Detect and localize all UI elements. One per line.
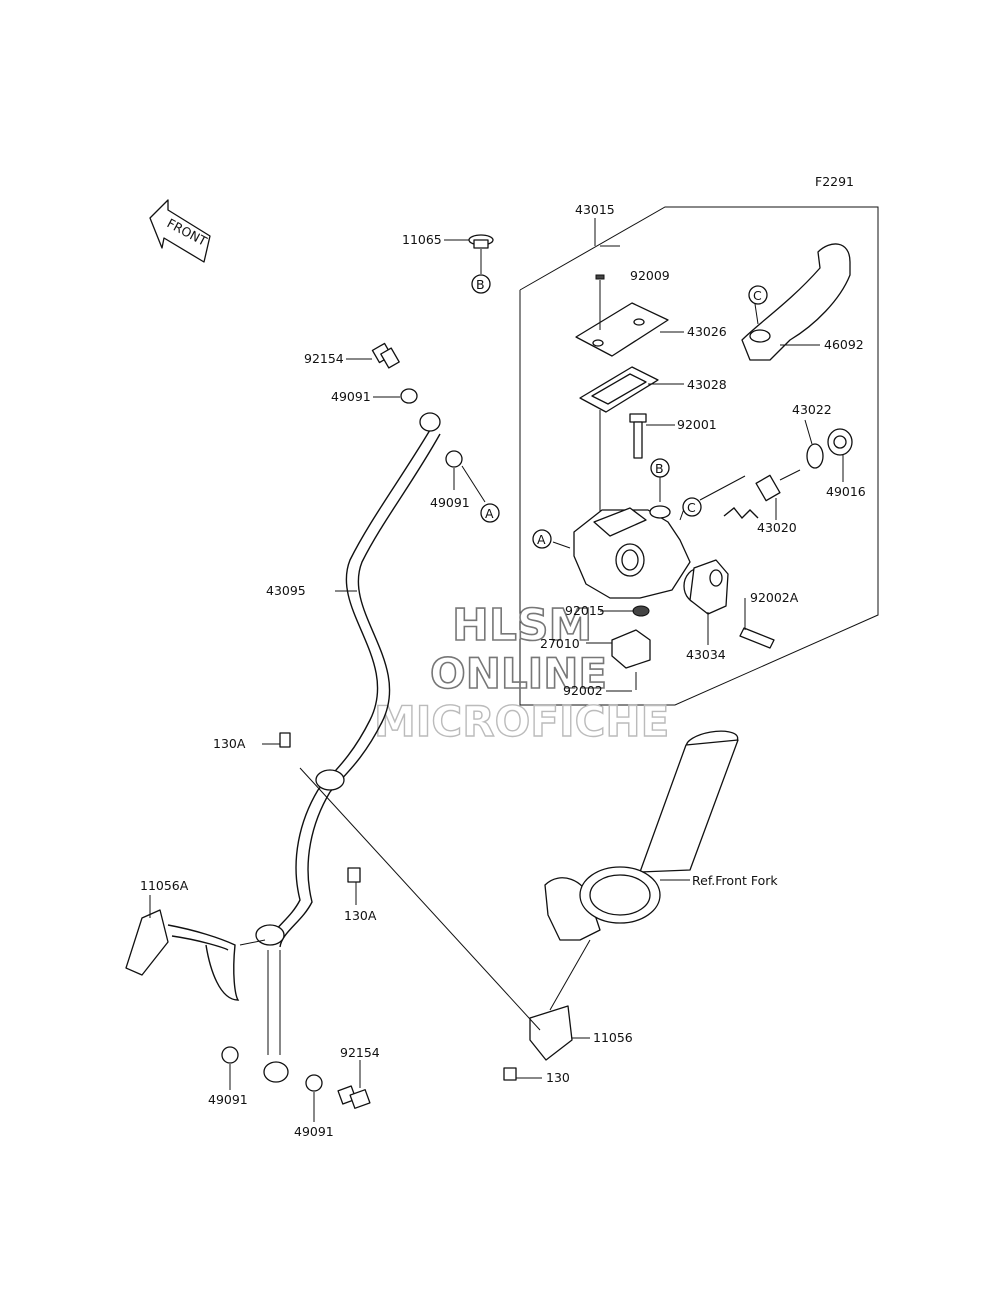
washer-49091-br [305, 1074, 323, 1092]
bolt-130 [503, 1067, 517, 1081]
label-92154-bot: 92154 [340, 1045, 380, 1060]
label-92009: 92009 [630, 268, 670, 283]
boot-49016 [827, 428, 853, 456]
label-43020: 43020 [757, 520, 797, 535]
bracket-11056A [125, 909, 266, 1001]
label-43034: 43034 [686, 647, 726, 662]
watermark-online: ONLINE [430, 649, 607, 698]
label-49091-bl: 49091 [208, 1092, 248, 1107]
diagram-code: F2291 [815, 174, 854, 189]
lever-46092 [741, 243, 851, 361]
assembly-frame [519, 206, 879, 706]
diaphragm [579, 366, 659, 540]
callout-a-hose: A [480, 503, 500, 523]
cap-11065 [444, 234, 494, 274]
banjo-bolt-bottom [337, 1085, 371, 1109]
label-ref-front-fork: Ref.Front Fork [692, 873, 778, 888]
washer-49091-top [400, 388, 418, 404]
watermark: HLSM ONLINE MICROFICHE [373, 599, 670, 747]
washer-49091-mid [445, 450, 463, 468]
callout-a-mid: A [532, 529, 552, 549]
callout-b-mid: B [650, 458, 670, 478]
bracket-11056 [529, 939, 591, 1061]
label-92002A: 92002A [750, 590, 799, 605]
brake-hose-43095 [255, 412, 441, 1083]
label-92154-top: 92154 [304, 351, 344, 366]
switch-27010 [611, 629, 651, 690]
label-46092: 46092 [824, 337, 864, 352]
washer-49091-bl [221, 1046, 239, 1064]
label-11056A: 11056A [140, 878, 189, 893]
circlip-43022 [806, 443, 824, 469]
label-92015: 92015 [565, 603, 605, 618]
front-fork [544, 730, 739, 941]
watermark-hlsm: HLSM [452, 600, 592, 651]
label-11056: 11056 [593, 1030, 633, 1045]
label-11065: 11065 [402, 232, 442, 247]
svg-text:B: B [476, 277, 485, 292]
label-49091-top: 49091 [331, 389, 371, 404]
watermark-microfiche: MICROFICHE [374, 697, 669, 746]
label-130A-mid: 130A [344, 908, 377, 923]
front-direction-arrow: FRONT [149, 199, 211, 263]
label-43015: 43015 [575, 202, 615, 217]
label-92001: 92001 [677, 417, 717, 432]
reservoir-cover [575, 274, 669, 357]
label-49091-mid: 49091 [430, 495, 470, 510]
banjo-bolt-top [371, 342, 400, 369]
label-130A-top: 130A [213, 736, 246, 751]
label-130: 130 [546, 1070, 570, 1085]
leader-lines [149, 245, 844, 1122]
callout-c-top: C [748, 285, 768, 305]
svg-text:A: A [485, 506, 494, 521]
bolt-130A-top [262, 732, 291, 748]
label-43026: 43026 [687, 324, 727, 339]
piston-set [699, 469, 801, 520]
screw-92001 [629, 413, 675, 459]
svg-text:A: A [537, 532, 546, 547]
master-cylinder-body [573, 505, 717, 617]
clamp-43034 [689, 559, 775, 649]
label-49016: 49016 [826, 484, 866, 499]
label-43095: 43095 [266, 583, 306, 598]
label-92002: 92002 [563, 683, 603, 698]
svg-text:B: B [655, 461, 664, 476]
svg-text:C: C [753, 288, 762, 303]
callout-b-top: B [471, 274, 491, 294]
label-43028: 43028 [687, 377, 727, 392]
label-43022: 43022 [792, 402, 832, 417]
label-27010: 27010 [540, 636, 580, 651]
svg-text:C: C [687, 500, 696, 515]
bolt-130A-mid [347, 867, 361, 905]
label-49091-br: 49091 [294, 1124, 334, 1139]
callout-c-mid: C [682, 497, 702, 517]
